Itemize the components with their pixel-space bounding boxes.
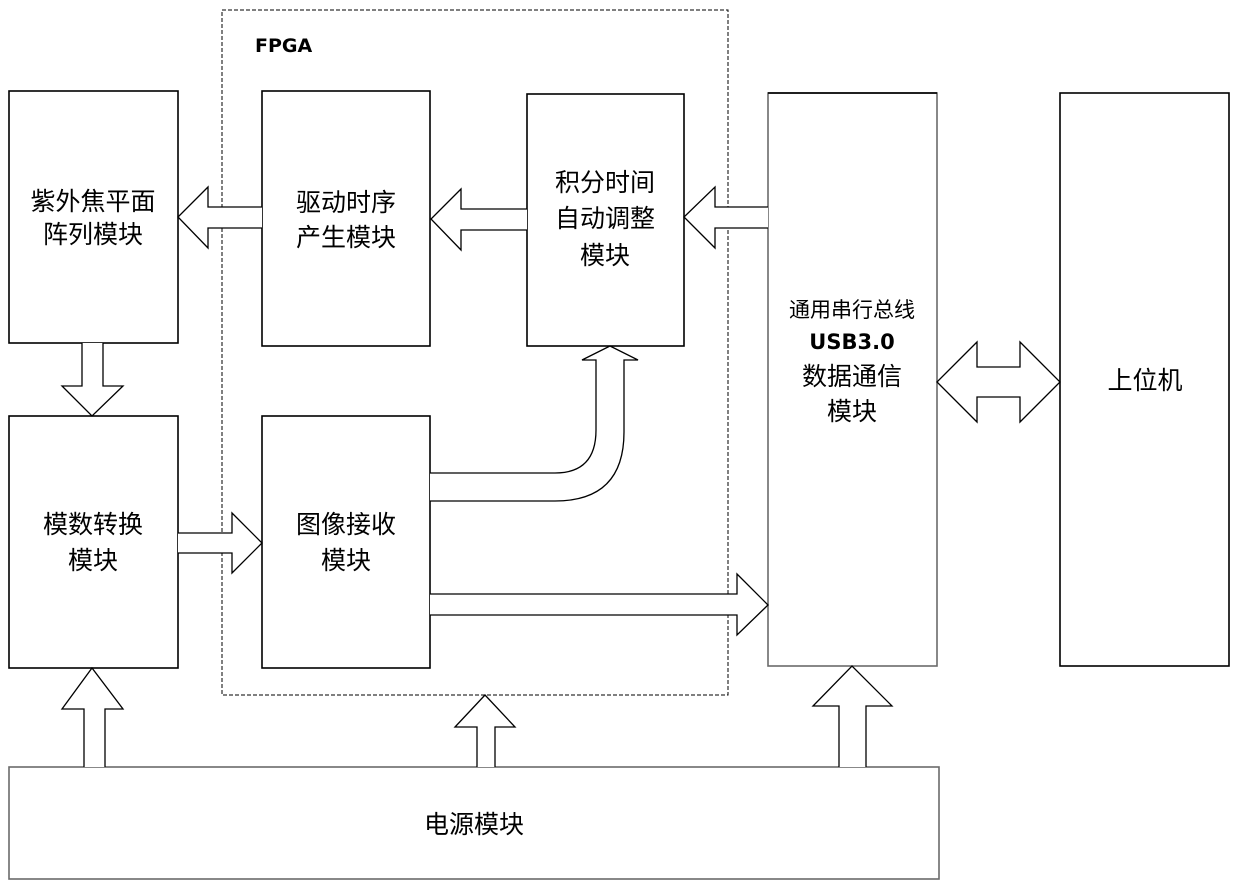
drive-timing-label-line2: 产生模块 — [296, 223, 396, 252]
host-block[interactable]: 上位机 — [1059, 92, 1230, 667]
host-label: 上位机 — [1107, 366, 1182, 395]
integration-time-label-line3: 模块 — [580, 241, 630, 270]
arrow-usb-host-bidirectional — [936, 340, 1061, 424]
arrow-power-to-adc — [60, 666, 125, 767]
usb-comm-label-line2: USB3.0 — [809, 330, 894, 354]
power-label: 电源模块 — [424, 810, 524, 839]
usb-comm-block[interactable]: 通用串行总线 USB3.0 数据通信 模块 — [767, 92, 938, 667]
arrow-drive-to-uvfpa — [177, 185, 262, 250]
image-receive-label-line2: 模块 — [321, 546, 371, 575]
fpga-group-label: FPGA — [255, 35, 312, 57]
adc-block[interactable]: 模数转换 模块 — [8, 415, 179, 669]
adc-label-line1: 模数转换 — [43, 510, 143, 539]
drive-timing-label-line1: 驱动时序 — [296, 188, 396, 217]
image-receive-label-line1: 图像接收 — [296, 510, 396, 539]
usb-comm-label-line1: 通用串行总线 — [789, 298, 915, 322]
arrow-integration-to-drive — [430, 187, 527, 252]
uv-fpa-label-line1: 紫外焦平面 — [30, 187, 155, 216]
usb-comm-label-line4: 模块 — [827, 397, 877, 426]
arrow-power-to-fpga — [453, 694, 517, 767]
arrow-adc-to-image-receive — [178, 511, 263, 575]
arrow-image-receive-to-integration — [430, 345, 639, 502]
integration-time-label-line2: 自动调整 — [555, 204, 655, 233]
power-block[interactable]: 电源模块 — [8, 766, 940, 880]
adc-label-line2: 模块 — [68, 546, 118, 575]
uv-fpa-block[interactable]: 紫外焦平面 阵列模块 — [8, 90, 179, 344]
arrow-usb-to-integration — [683, 185, 768, 250]
arrow-image-receive-to-usb — [430, 572, 769, 637]
fpga-group-border — [221, 9, 729, 696]
arrow-uvfpa-to-adc — [60, 343, 125, 417]
integration-time-block[interactable]: 积分时间 自动调整 模块 — [526, 93, 685, 347]
uv-fpa-label-line2: 阵列模块 — [43, 220, 143, 249]
arrow-power-to-usb — [811, 665, 894, 767]
image-receive-block[interactable]: 图像接收 模块 — [261, 415, 431, 669]
usb-comm-label-line3: 数据通信 — [802, 362, 902, 391]
drive-timing-block[interactable]: 驱动时序 产生模块 — [261, 90, 431, 347]
integration-time-label-line1: 积分时间 — [555, 168, 655, 197]
